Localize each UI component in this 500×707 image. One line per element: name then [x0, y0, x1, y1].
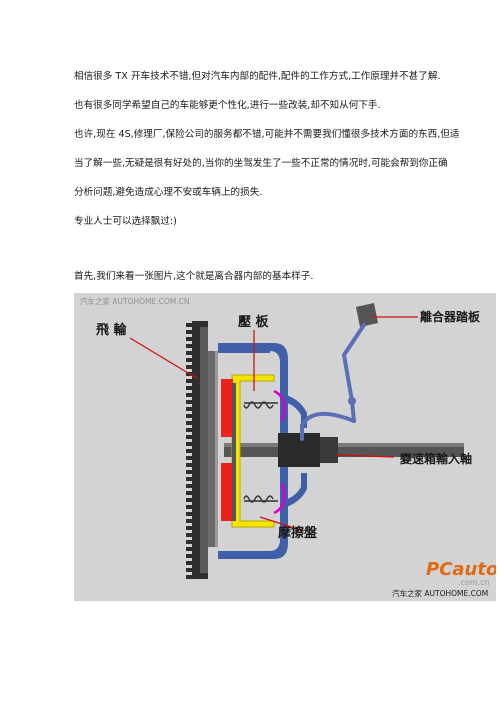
article-paragraph-2: 也有很多同学希望自己的车能够更个性化,进行一些改装,却不知从何下手.: [74, 100, 381, 111]
pressure-plate: [231, 374, 275, 528]
friction-disc: [221, 379, 236, 521]
article-paragraph-4: 当了解一些,无疑是很有好处的,当你的坐驾发生了一些不正常的情况时,可能会帮到你正…: [74, 158, 448, 169]
article-paragraph-3: 也许,现在 4S,修理厂,保险公司的服务都不错,可能并不需要我们懂很多技术方面的…: [74, 129, 460, 140]
article-paragraph-7: 首先,我们来看一张图片,这个就是离合器内部的基本样子.: [74, 271, 314, 282]
article-paragraph-5: 分析问题,避免造成心理不安或车辆上的损失.: [74, 187, 263, 198]
label-flywheel: 飛 輪: [95, 322, 128, 338]
pressure-springs: [243, 389, 286, 515]
flywheel: [186, 321, 218, 579]
label-friction-disc: 摩擦盤: [278, 525, 318, 541]
pointer-lines: [129, 316, 418, 532]
watermark-domain: .com.cn: [458, 578, 490, 587]
clutch-cover: [218, 343, 288, 559]
label-clutch-pedal: 離合器踏板: [420, 309, 481, 324]
watermark-brand: PCauto: [426, 559, 496, 580]
watermark-top: 汽车之家 AUTOHOME.COM.CN: [80, 296, 189, 306]
clutch-pedal: [300, 303, 378, 441]
article-paragraph-6: 专业人士可以选择飘过:): [74, 216, 177, 227]
input-shaft: [224, 433, 464, 467]
article-paragraph-1: 相信很多 TX 开车技术不错,但对汽车内部的配件,配件的工作方式,工作原理并不甚…: [74, 71, 441, 82]
clutch-diagram: 汽车之家 AUTOHOME.COM.CN: [74, 293, 496, 601]
label-input-shaft: 變速箱輸入軸: [399, 451, 472, 466]
watermark-bottom: 汽车之家 AUTOHOME.COM: [392, 588, 488, 598]
label-pressure-plate: 壓 板: [238, 314, 270, 330]
